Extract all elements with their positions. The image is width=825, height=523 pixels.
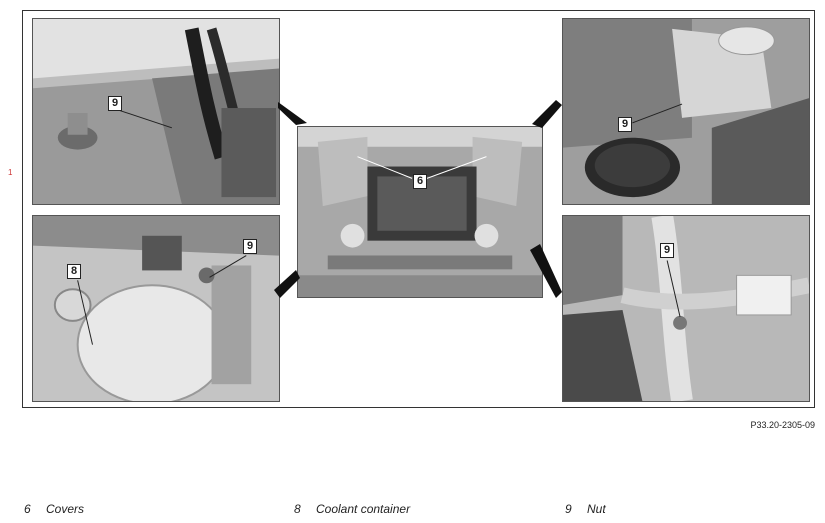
illustration-frame: 9 8 9 — [22, 10, 815, 408]
callout-covers: 6 — [413, 174, 428, 189]
detail-panel-bottom-right: 9 — [562, 215, 810, 402]
legend-number: 8 — [294, 502, 301, 516]
callout-nut: 9 — [108, 96, 123, 111]
reservoir-detail-illustration — [563, 19, 809, 204]
legend-number: 6 — [24, 502, 31, 516]
callout-nut: 9 — [243, 239, 258, 254]
coolant-detail-illustration — [33, 216, 279, 401]
legend-label: Coolant container — [316, 502, 411, 516]
legend-item: 9 Nut — [565, 502, 606, 516]
overview-panel-center: 6 — [297, 126, 543, 298]
engine-detail-illustration — [33, 19, 279, 204]
callout-nut: 9 — [660, 243, 675, 258]
legend-item: 6 Covers — [24, 502, 84, 516]
legend-number: 9 — [565, 502, 572, 516]
detail-panel-bottom-left: 8 9 — [32, 215, 280, 402]
legend-label: Nut — [587, 502, 606, 516]
callout-coolant-container: 8 — [67, 264, 82, 279]
callout-nut: 9 — [618, 117, 633, 132]
legend-item: 8 Coolant container — [294, 502, 410, 516]
margin-mark: 1 — [8, 168, 13, 177]
engine-bay-overview-illustration — [298, 127, 542, 297]
figure-reference-code: P33.20-2305-09 — [750, 420, 815, 430]
legend-label: Covers — [46, 502, 85, 516]
pipe-detail-illustration — [563, 216, 809, 401]
detail-panel-top-left: 9 — [32, 18, 280, 205]
detail-panel-top-right: 9 — [562, 18, 810, 205]
